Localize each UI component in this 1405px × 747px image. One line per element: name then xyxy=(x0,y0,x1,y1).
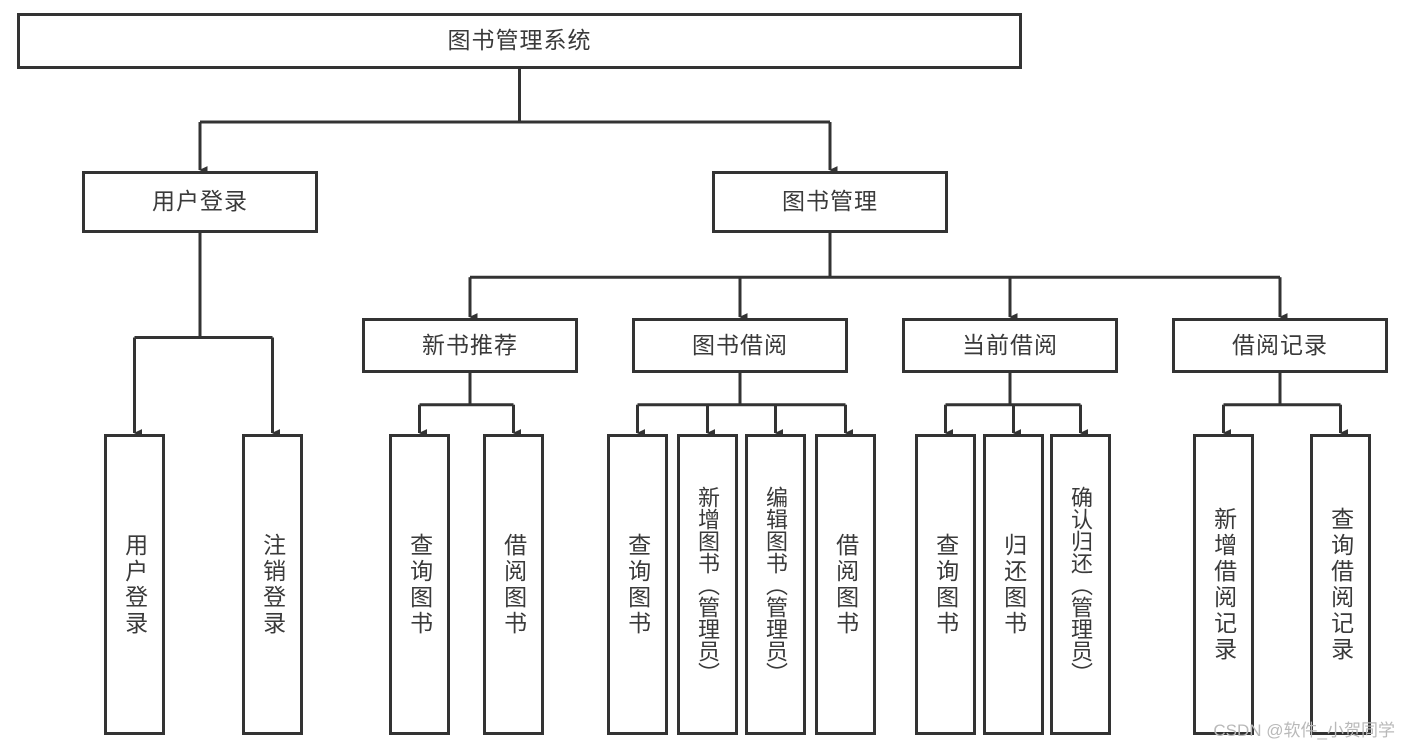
node-book-borrow[interactable]: 图书借阅 xyxy=(632,318,848,373)
node-leaf-borrow-edit-book[interactable]: 编辑图书（管理员） xyxy=(745,434,806,735)
node-leaf-borrow-add-book[interactable]: 新增图书（管理员） xyxy=(677,434,738,735)
node-label-leaf-user-logout: 注销登录 xyxy=(259,532,286,637)
node-leaf-rec-add-record[interactable]: 新增借阅记录 xyxy=(1193,434,1254,735)
node-leaf-user-login[interactable]: 用户登录 xyxy=(104,434,165,735)
node-label-leaf-cur-return-book: 归还图书 xyxy=(1000,532,1027,637)
node-leaf-rec-borrow-book[interactable]: 借阅图书 xyxy=(483,434,544,735)
node-label-current-borrow: 当前借阅 xyxy=(962,331,1058,358)
node-leaf-rec-query-record[interactable]: 查询借阅记录 xyxy=(1310,434,1371,735)
node-label-book-borrow: 图书借阅 xyxy=(692,331,788,358)
node-label-leaf-cur-confirm-return: 确认归还（管理员） xyxy=(1068,485,1094,684)
node-book-manage[interactable]: 图书管理 xyxy=(712,171,948,233)
node-label-leaf-user-login: 用户登录 xyxy=(121,532,148,637)
node-label-leaf-borrow-edit-book: 编辑图书（管理员） xyxy=(763,485,789,684)
node-leaf-cur-query-book[interactable]: 查询图书 xyxy=(915,434,976,735)
node-label-leaf-rec-borrow-book: 借阅图书 xyxy=(500,532,527,637)
node-label-leaf-rec-query-book: 查询图书 xyxy=(406,532,433,637)
node-label-new-book-rec: 新书推荐 xyxy=(422,331,518,358)
node-new-book-rec[interactable]: 新书推荐 xyxy=(362,318,578,373)
node-borrow-record[interactable]: 借阅记录 xyxy=(1172,318,1388,373)
node-current-borrow[interactable]: 当前借阅 xyxy=(902,318,1118,373)
node-leaf-rec-query-book[interactable]: 查询图书 xyxy=(389,434,450,735)
node-label-book-manage: 图书管理 xyxy=(782,188,878,215)
node-label-leaf-borrow-add-book: 新增图书（管理员） xyxy=(695,485,721,684)
node-leaf-borrow-borrow-book[interactable]: 借阅图书 xyxy=(815,434,876,735)
node-label-leaf-borrow-borrow-book: 借阅图书 xyxy=(832,532,859,637)
node-label-user-login: 用户登录 xyxy=(152,188,248,215)
node-leaf-cur-return-book[interactable]: 归还图书 xyxy=(983,434,1044,735)
node-label-leaf-rec-add-record: 新增借阅记录 xyxy=(1210,506,1237,663)
node-leaf-cur-confirm-return[interactable]: 确认归还（管理员） xyxy=(1050,434,1111,735)
node-root[interactable]: 图书管理系统 xyxy=(17,13,1022,69)
node-label-leaf-rec-query-record: 查询借阅记录 xyxy=(1327,506,1354,663)
node-label-borrow-record: 借阅记录 xyxy=(1232,331,1328,358)
node-label-leaf-cur-query-book: 查询图书 xyxy=(932,532,959,637)
node-user-login[interactable]: 用户登录 xyxy=(82,171,318,233)
node-leaf-user-logout[interactable]: 注销登录 xyxy=(242,434,303,735)
node-label-root: 图书管理系统 xyxy=(447,27,592,54)
node-leaf-borrow-query-book[interactable]: 查询图书 xyxy=(607,434,668,735)
node-label-leaf-borrow-query-book: 查询图书 xyxy=(624,532,651,637)
